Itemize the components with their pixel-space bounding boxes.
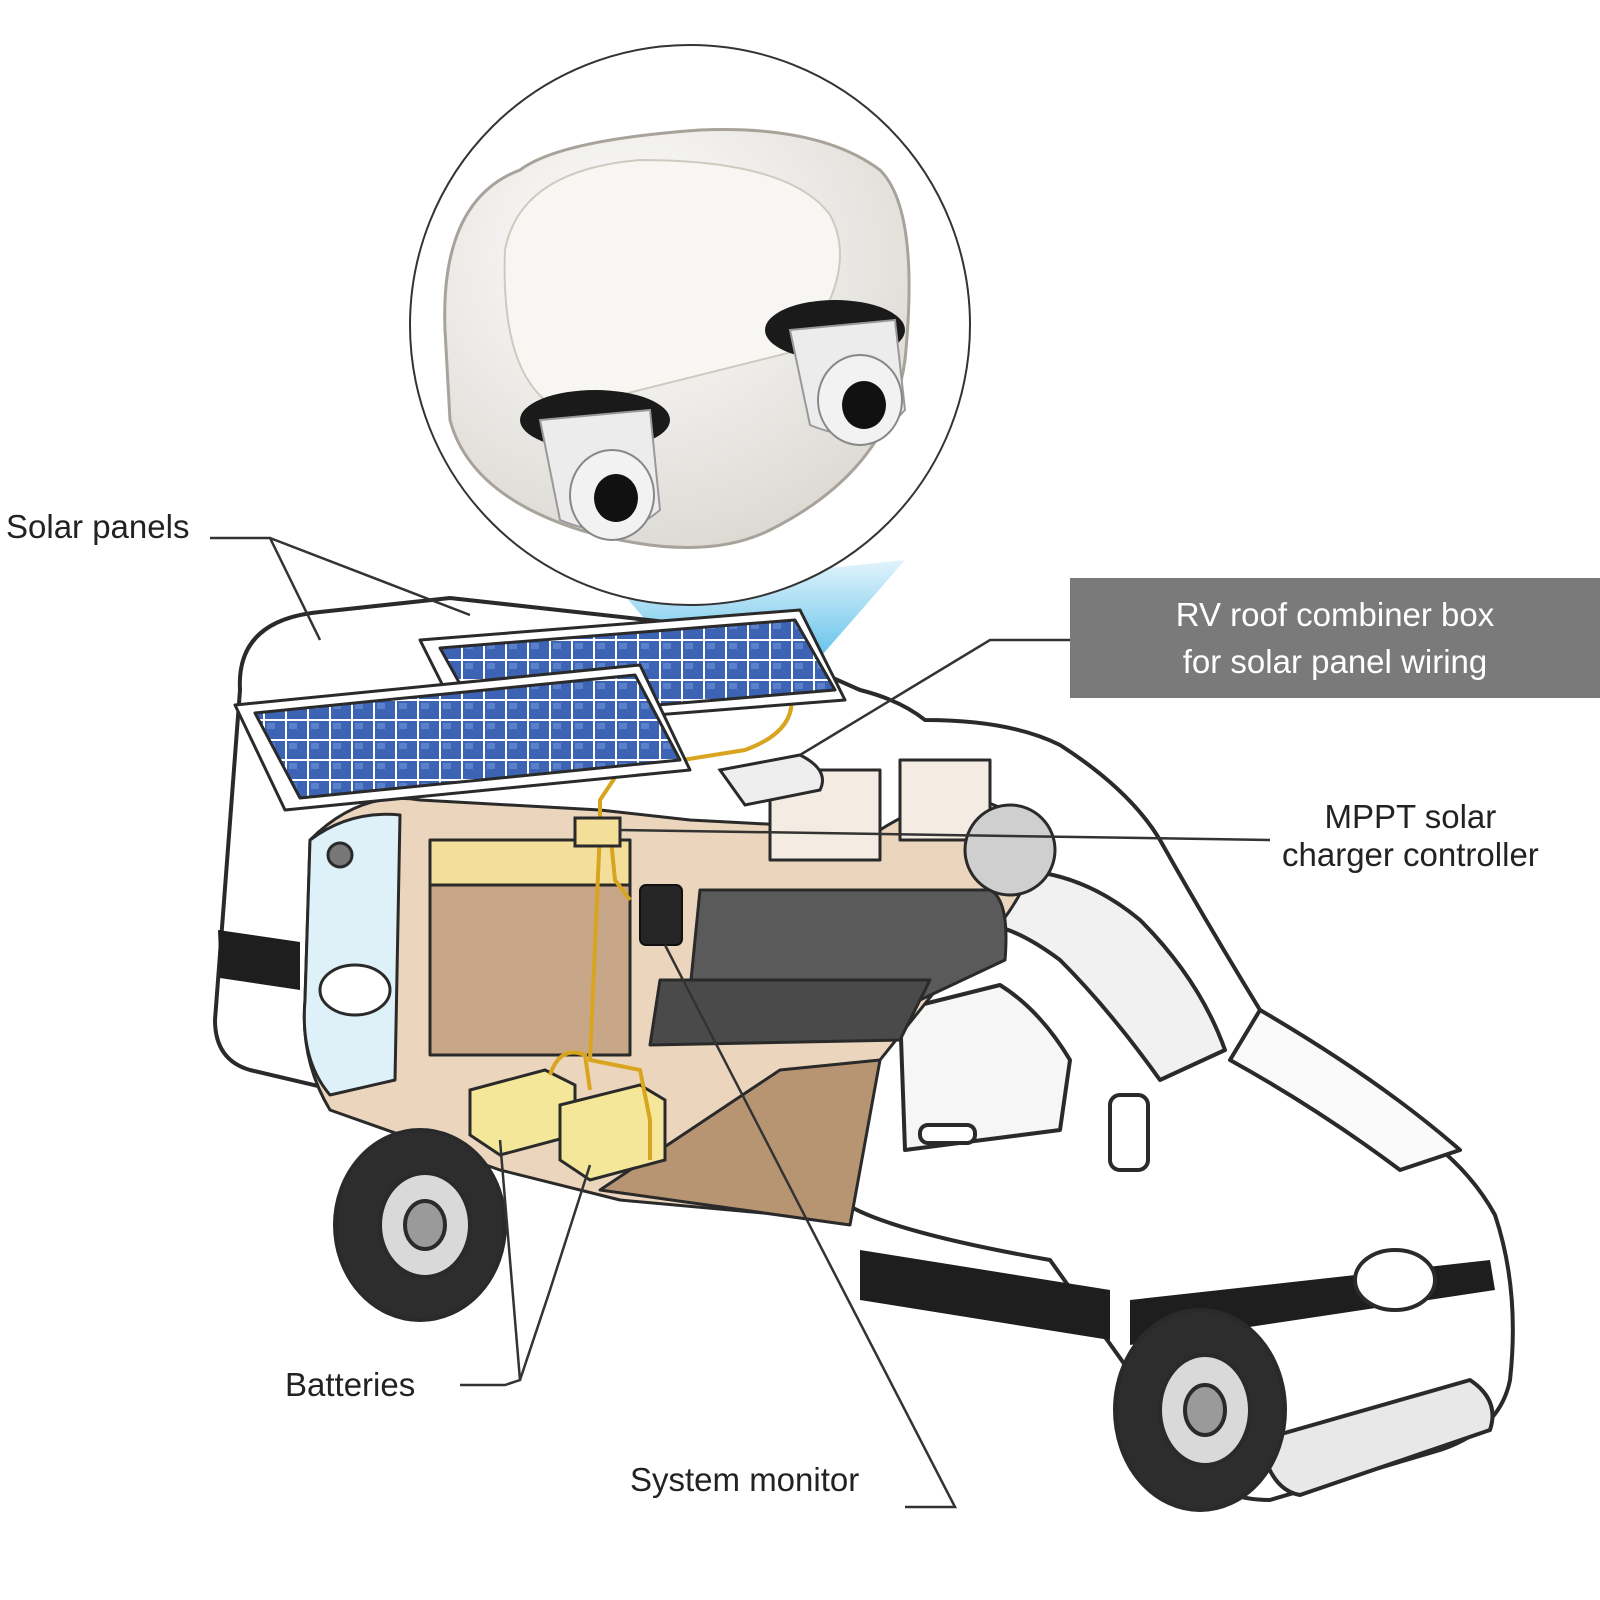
spare-wheel: [963, 803, 1057, 897]
windshield: [988, 868, 1227, 1082]
label-mppt-line2: charger controller: [1282, 835, 1539, 873]
side-mirror: [1108, 1093, 1150, 1172]
hood: [1228, 1008, 1462, 1172]
bathroom: [302, 812, 402, 1097]
shower-head: [326, 841, 354, 869]
label-system-monitor: System monitor: [630, 1461, 860, 1498]
side-stripe: [218, 930, 300, 990]
zoom-circle: [409, 44, 971, 606]
label-mppt-line1: MPPT solar: [1324, 798, 1497, 835]
headlight: [1353, 1248, 1437, 1312]
label-mppt-controller: MPPT solar charger controller: [1282, 798, 1539, 874]
leader-lines: [210, 536, 1271, 1509]
mppt-controller: [573, 816, 622, 848]
wheels: [333, 1128, 1287, 1512]
door-handle: [918, 1123, 977, 1145]
label-solar-panels: Solar panels: [6, 508, 190, 545]
system-monitor-device: [639, 884, 683, 946]
cab-side-window: [898, 983, 1072, 1152]
callout-combiner-box: RV roof combiner box for solar panel wir…: [1070, 578, 1600, 698]
batteries: [468, 1068, 667, 1182]
callout-line2: for solar panel wiring: [1182, 643, 1488, 680]
floor: [598, 1058, 882, 1227]
kitchen-cabinet: [428, 883, 632, 1057]
cable-entry-gland-box-icon: [443, 128, 911, 549]
toilet: [318, 963, 392, 1017]
solar-panels: [233, 608, 847, 812]
callout-line1: RV roof combiner box: [1175, 596, 1495, 633]
label-batteries: Batteries: [285, 1366, 416, 1403]
